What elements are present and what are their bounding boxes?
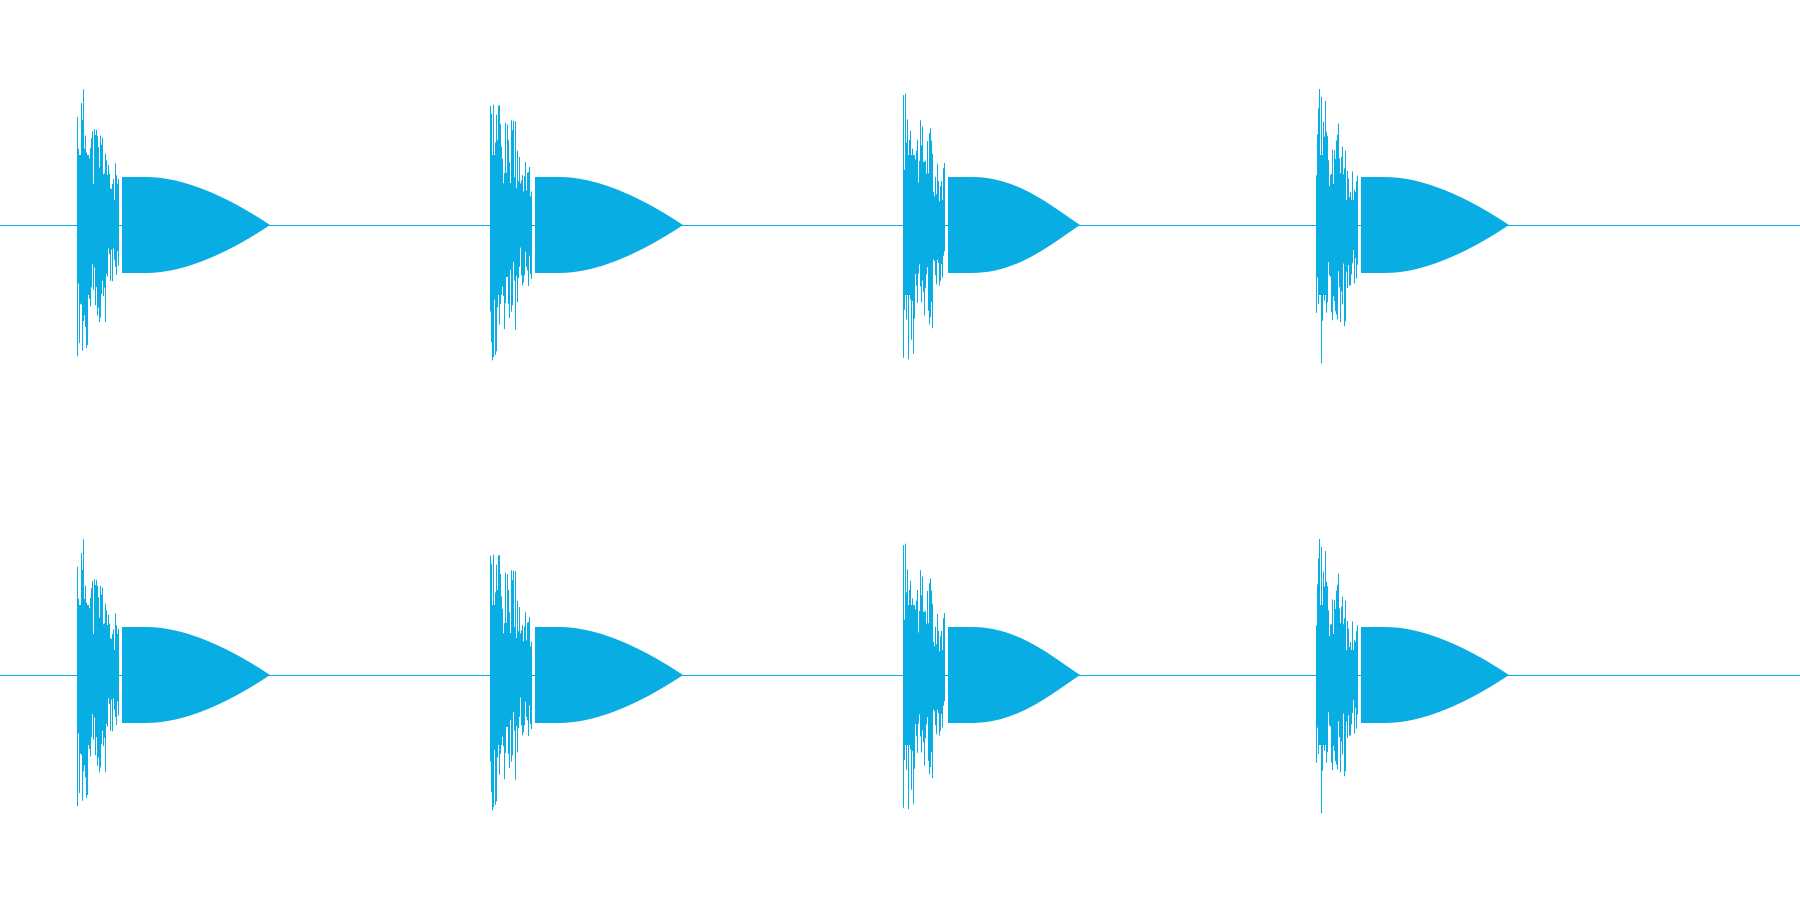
attack-body [1318,605,1328,745]
sustain-body [535,177,683,273]
waveform-event-1 [77,539,270,807]
waveform-event-1 [77,89,270,357]
attack-body [905,155,915,295]
sustain-body [535,627,683,723]
channel-right [0,539,1800,814]
waveform-event-4 [1316,89,1509,364]
channel-left [0,89,1800,364]
attack-body [492,605,502,745]
waveform-event-2 [490,104,683,361]
sustain-body [1361,627,1509,723]
attack-body [492,155,502,295]
attack-body [1318,155,1328,295]
sustain-body [122,177,270,273]
sustain-body [122,627,270,723]
waveform-event-3 [903,543,1080,810]
sustain-body [948,177,1080,273]
attack-body [79,155,89,295]
sustain-body [948,627,1080,723]
attack-body [905,605,915,745]
sustain-body [1361,177,1509,273]
waveform-event-2 [490,554,683,811]
attack-body [79,605,89,745]
waveform-event-4 [1316,539,1509,814]
waveform-event-3 [903,93,1080,360]
